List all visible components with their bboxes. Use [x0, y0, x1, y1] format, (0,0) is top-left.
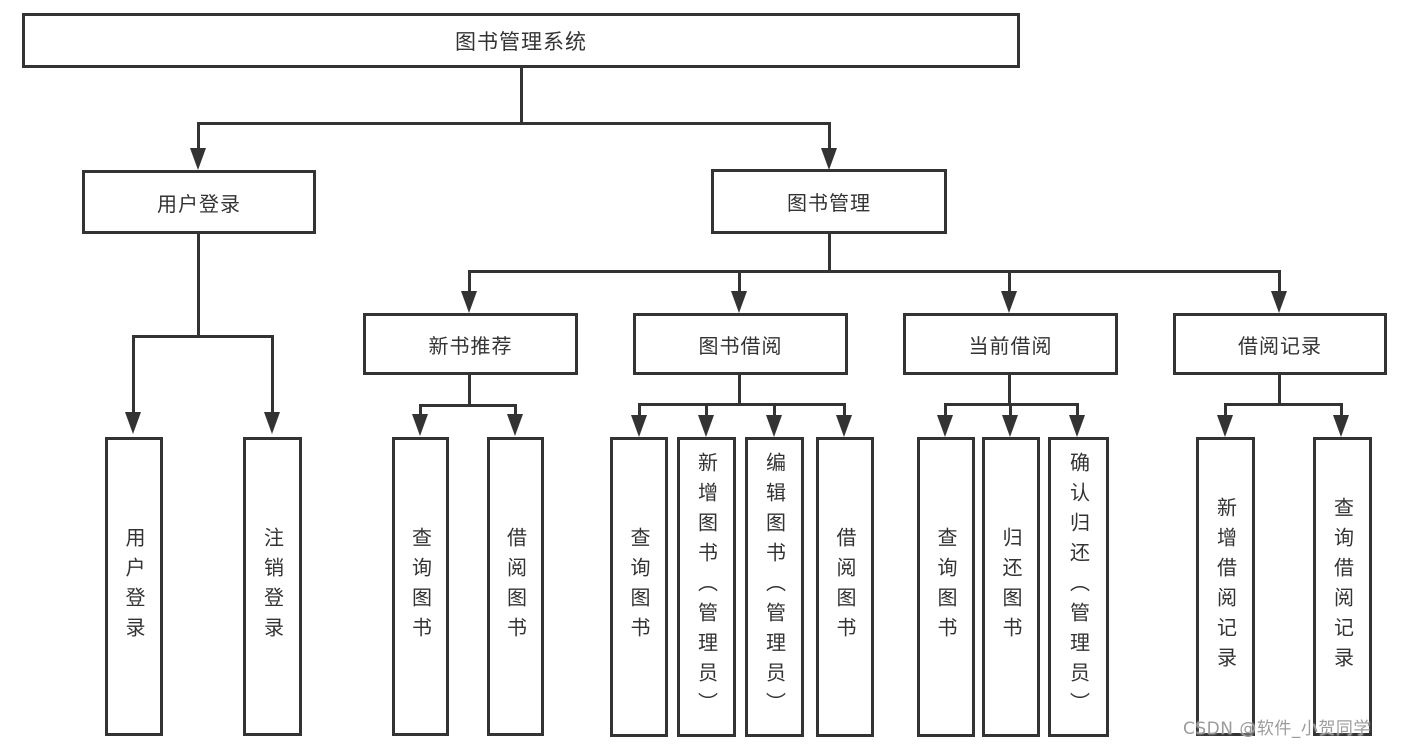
leaf-query-borrow-record: 查询借阅记录 — [1313, 437, 1372, 736]
leaf-query-books: 查询图书 — [610, 437, 668, 737]
node-label: 新书推荐 — [428, 333, 513, 358]
node-label: 当前借阅 — [968, 333, 1053, 358]
arrowhead-icon — [461, 291, 477, 313]
arrowhead-icon — [821, 148, 837, 170]
leaf-label: 注销登录 — [260, 526, 285, 647]
leaf-edit-book-admin: 编辑图书（管理员） — [745, 437, 804, 737]
node-new-book-recommend: 新书推荐 — [363, 313, 578, 375]
csdn-watermark: CSDN @软件_小贺同学 — [1183, 719, 1371, 739]
leaf-user-login: 用户登录 — [105, 437, 163, 736]
node-label: 图书管理 — [787, 191, 871, 215]
connector-leaf-stub — [514, 404, 517, 415]
arrowhead-icon — [125, 412, 141, 434]
arrowhead-icon — [1069, 415, 1085, 437]
leaf-query-books: 查询图书 — [392, 437, 449, 736]
connector-to-book-mgmt — [828, 122, 831, 150]
connector-root-hline — [197, 122, 831, 125]
leaf-label: 借阅图书 — [833, 527, 857, 647]
leaf-label: 新增借阅记录 — [1213, 496, 1238, 677]
connector-book-mgmt-stub — [828, 234, 831, 272]
connector-new-book-hline — [419, 404, 517, 407]
leaf-borrow-books: 借阅图书 — [487, 437, 544, 736]
leaf-label: 查询图书 — [934, 527, 958, 647]
arrowhead-icon — [731, 291, 747, 313]
connector-root-stub — [520, 68, 523, 122]
connector-book-mgmt-hline — [468, 270, 1281, 273]
arrowhead-icon — [412, 414, 428, 436]
arrowhead-icon — [937, 415, 953, 437]
leaf-label: 用户登录 — [122, 526, 146, 647]
node-borrowing-records: 借阅记录 — [1173, 313, 1387, 375]
connector-new-book-stub — [468, 375, 471, 406]
leaf-label: 查询图书 — [627, 527, 651, 647]
connector-to-new-book — [468, 270, 471, 291]
connector-book-borrow-stub — [738, 375, 741, 405]
leaf-label: 编辑图书（管理员） — [762, 452, 787, 722]
connector-to-user-login — [197, 122, 200, 150]
arrowhead-icon — [190, 148, 206, 170]
connector-leaf-stub — [638, 403, 641, 415]
leaf-borrow-books: 借阅图书 — [816, 437, 874, 737]
connector-leaf-stub — [1224, 403, 1227, 415]
leaf-logout: 注销登录 — [243, 437, 302, 736]
leaf-add-book-admin: 新增图书（管理员） — [677, 437, 736, 737]
connector-borrow-records-hline — [1224, 403, 1343, 406]
connector-leaf-stub — [1076, 403, 1079, 415]
leaf-label: 查询图书 — [408, 526, 433, 647]
node-library-management-system: 图书管理系统 — [22, 13, 1020, 68]
connector-to-leaf-user-login — [132, 335, 135, 412]
arrowhead-icon — [264, 412, 280, 434]
connector-leaf-stub — [773, 403, 776, 415]
leaf-label: 归还图书 — [999, 527, 1023, 647]
node-user-login: 用户登录 — [82, 170, 316, 234]
connector-borrow-records-stub — [1278, 375, 1281, 405]
connector-to-book-borrow — [738, 270, 741, 291]
connector-leaf-stub — [1340, 403, 1343, 415]
node-label: 借阅记录 — [1238, 333, 1322, 358]
leaf-query-books: 查询图书 — [917, 437, 975, 737]
connector-user-login-stub — [197, 234, 200, 335]
connector-to-leaf-logout — [271, 335, 274, 412]
node-book-borrowing: 图书借阅 — [633, 313, 848, 375]
leaf-label: 确认归还（管理员） — [1066, 452, 1091, 722]
connector-current-borrow-stub — [1008, 375, 1011, 405]
arrowhead-icon — [1271, 291, 1287, 313]
arrowhead-icon — [507, 414, 523, 436]
arrowhead-icon — [1217, 415, 1233, 437]
connector-leaf-stub — [419, 404, 422, 415]
arrowhead-icon — [836, 415, 852, 437]
arrowhead-icon — [1333, 415, 1349, 437]
connector-book-borrow-hline — [638, 403, 845, 406]
connector-user-login-hline — [132, 335, 273, 338]
arrowhead-icon — [1001, 291, 1017, 313]
arrowhead-icon — [698, 415, 714, 437]
connector-to-borrow-records — [1278, 270, 1281, 291]
leaf-return-books: 归还图书 — [982, 437, 1040, 737]
arrowhead-icon — [631, 415, 647, 437]
leaf-label: 借阅图书 — [503, 526, 528, 647]
node-label: 用户登录 — [157, 191, 241, 216]
node-current-borrowing: 当前借阅 — [903, 313, 1118, 375]
leaf-label: 新增图书（管理员） — [694, 452, 719, 722]
node-label: 图书管理系统 — [455, 29, 587, 54]
connector-leaf-stub — [843, 403, 846, 415]
leaf-confirm-return-admin: 确认归还（管理员） — [1048, 437, 1109, 737]
node-label: 图书借阅 — [698, 333, 783, 358]
arrowhead-icon — [766, 415, 782, 437]
connector-leaf-stub — [944, 403, 947, 415]
connector-leaf-stub — [1009, 403, 1012, 415]
connector-to-current-borrow — [1008, 270, 1011, 291]
arrowhead-icon — [1002, 415, 1018, 437]
leaf-label: 查询借阅记录 — [1330, 496, 1355, 677]
node-book-management: 图书管理 — [711, 169, 947, 234]
connector-leaf-stub — [705, 403, 708, 415]
leaf-add-borrow-record: 新增借阅记录 — [1196, 437, 1255, 736]
